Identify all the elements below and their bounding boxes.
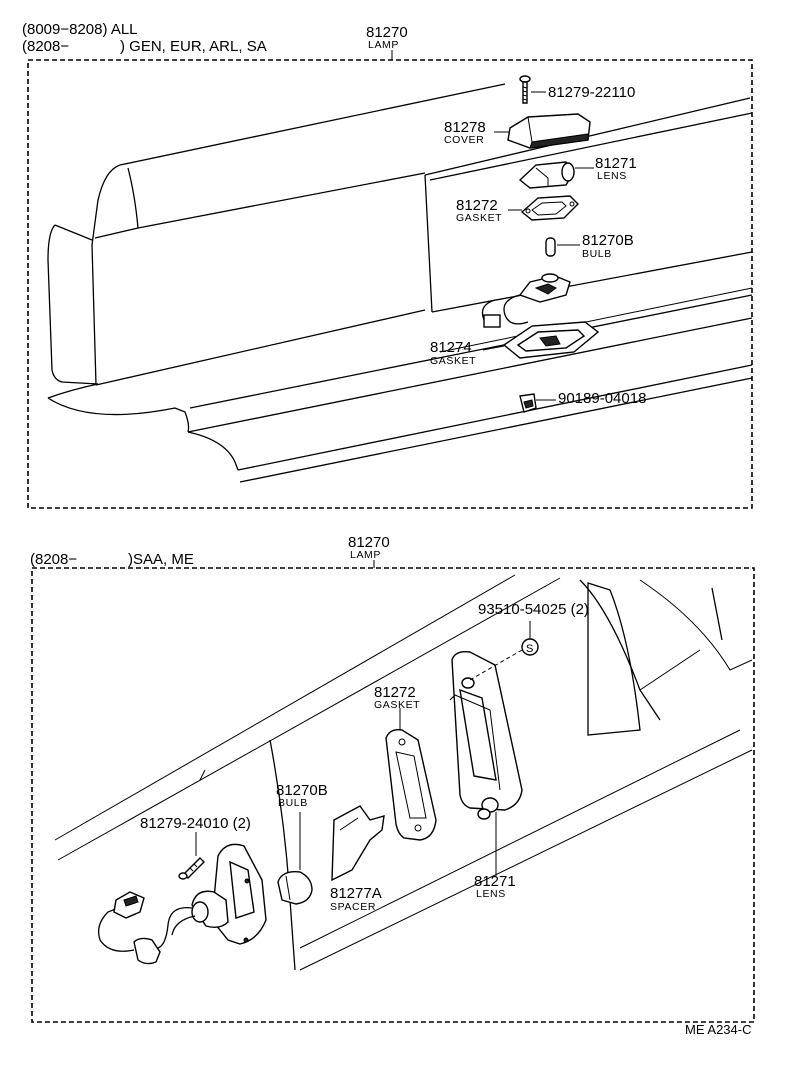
part-number-90189-04018: 90189-04018 xyxy=(558,390,646,407)
top-assembly-name: LAMP xyxy=(368,39,399,51)
bottom-frame xyxy=(31,567,755,1023)
bottom-section: (8208− )SAA, ME 81270 LAMP xyxy=(30,534,755,1023)
part-number-81272: 81272 xyxy=(456,197,498,214)
part-number-81271: 81271 xyxy=(595,155,637,172)
spacer-81277a xyxy=(331,805,385,882)
part-name-bulb-bottom: BULB xyxy=(278,797,308,809)
gasket-81274 xyxy=(502,321,600,359)
screw-symbol-letter: S xyxy=(526,643,533,655)
top-applicability-models: ) GEN, EUR, ARL, SA xyxy=(120,38,267,55)
part-name-spacer: SPACER xyxy=(330,901,376,913)
part-number-81271-bottom: 81271 xyxy=(474,873,516,890)
wiring-harness xyxy=(97,891,196,965)
vehicle-rear-body xyxy=(47,83,753,483)
drawing-code: ME A234-C xyxy=(685,1022,751,1037)
clip-90189-04018 xyxy=(519,393,537,413)
gasket-81272-bottom xyxy=(385,728,437,841)
bulb-81270b-bottom xyxy=(277,871,313,905)
top-section: (8009−8208) ALL (8208− ) GEN, EUR, ARL, … xyxy=(22,21,753,509)
top-applicability-code: (8208− xyxy=(22,38,69,55)
gasket-81272 xyxy=(520,195,579,221)
bottom-assembly-number: 81270 xyxy=(348,534,390,551)
vehicle-rear-panel xyxy=(54,574,753,971)
part-number-81272-bottom: 81272 xyxy=(374,684,416,701)
part-number-81277a: 81277A xyxy=(330,885,382,902)
top-applicability-all: (8009−8208) ALL xyxy=(22,21,138,38)
part-name-cover: COVER xyxy=(444,134,484,146)
part-number-81278: 81278 xyxy=(444,119,486,136)
part-name-gasket-2: GASKET xyxy=(430,355,476,367)
part-number-81270b: 81270B xyxy=(582,232,634,249)
lamp-housing-socket xyxy=(191,843,267,945)
part-number-81279-22110: 81279-22110 xyxy=(548,84,635,101)
top-assembly-number: 81270 xyxy=(366,24,408,41)
part-name-lens: LENS xyxy=(597,170,627,182)
bottom-applicability-code: (8208− xyxy=(30,551,77,568)
part-name-gasket-bottom: GASKET xyxy=(374,699,420,711)
part-number-81279-24010: 81279-24010 (2) xyxy=(140,815,251,832)
part-number-81274: 81274 xyxy=(430,339,472,356)
part-name-gasket: GASKET xyxy=(456,212,502,224)
screw-81279-24010 xyxy=(178,857,205,880)
part-number-93510-54025: 93510-54025 (2) xyxy=(478,601,589,618)
part-name-bulb: BULB xyxy=(582,248,612,260)
socket-assembly xyxy=(481,273,571,328)
screw-symbol-93510-54025: S xyxy=(469,621,539,681)
part-number-81270b-bottom: 81270B xyxy=(276,782,328,799)
bottom-assembly-name: LAMP xyxy=(350,549,381,561)
top-frame xyxy=(27,59,753,509)
bottom-applicability-models: )SAA, ME xyxy=(128,551,194,568)
part-name-lens-bottom: LENS xyxy=(476,888,506,900)
lens-81271-bottom xyxy=(449,650,523,820)
screw-81279-22110 xyxy=(519,75,531,104)
bulb-81270b xyxy=(545,237,556,257)
lens-81271 xyxy=(518,161,575,189)
cover-81278 xyxy=(507,113,591,149)
